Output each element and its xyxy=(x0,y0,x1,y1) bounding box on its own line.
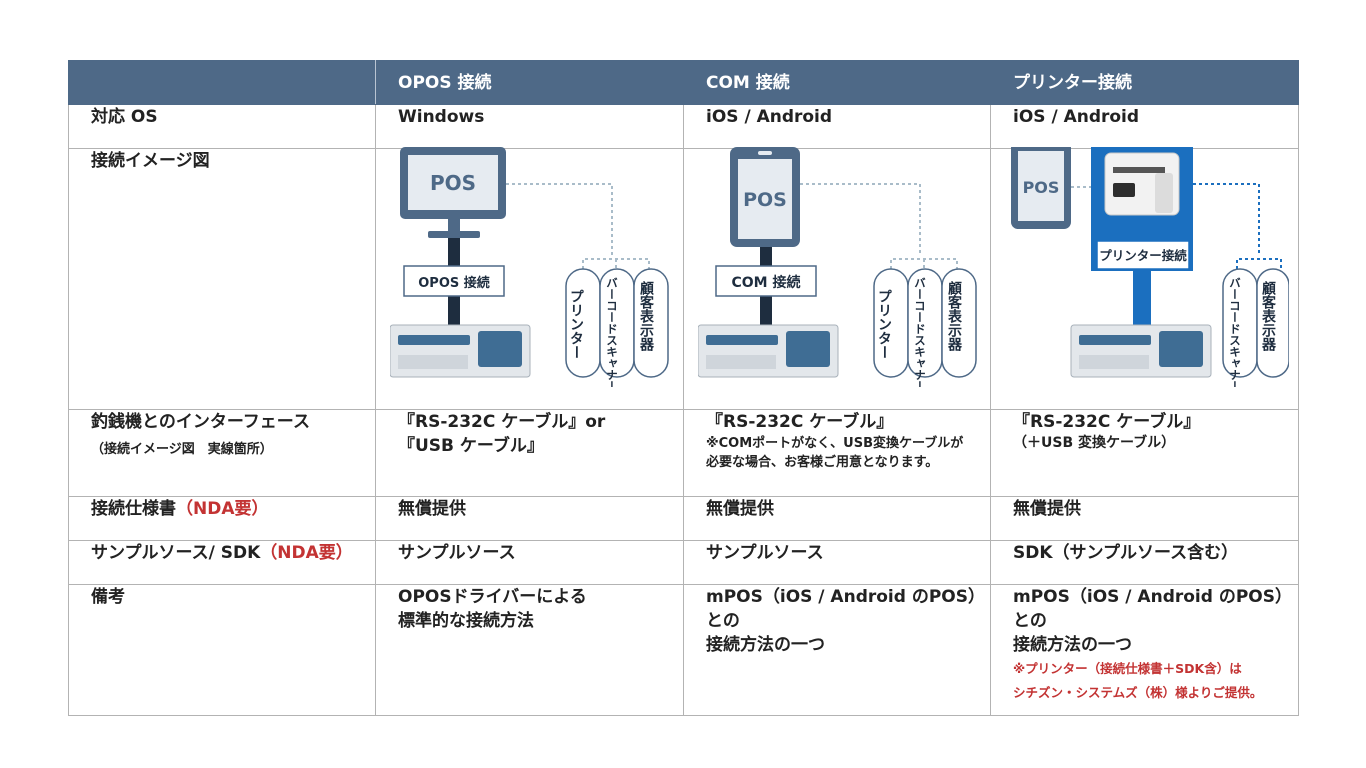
table-row-os: 対応 OS Windows iOS / Android iOS / Androi… xyxy=(68,104,1299,149)
com-diagram: POS COM 接続 プリンター バーコードスキャナー 顧客表示器 xyxy=(698,147,977,387)
cell-image-opos: POS OPOS 接続 プリンター バーコードスキャナー 顧客表示器 xyxy=(375,147,684,410)
row-label-spec: 接続仕様書（NDA要） xyxy=(68,496,376,541)
note-com-line2: 接続方法の一つ xyxy=(706,635,825,655)
cell-interface-printer: 『RS-232C ケーブル』 （＋USB 変換ケーブル） xyxy=(990,409,1299,497)
link-label: プリンター接続 xyxy=(1099,248,1187,263)
header-printer: プリンター接続 xyxy=(990,60,1299,105)
cell-sdk-com: サンプルソース xyxy=(683,540,991,585)
sdk-nda-tag: （NDA要） xyxy=(260,543,353,563)
cell-spec-com: 無償提供 xyxy=(683,496,991,541)
cash-drawer-icon xyxy=(1070,324,1212,378)
table-row-image: 接続イメージ図 POS OPOS 接続 xyxy=(68,147,1299,410)
cell-sdk-opos: サンプルソース xyxy=(375,540,684,585)
monitor-icon xyxy=(400,147,506,238)
pos-label: POS xyxy=(743,189,787,211)
table-header-row: OPOS 接続 COM 接続 プリンター接続 xyxy=(68,60,1299,105)
device-scanner: バーコードスキャナー xyxy=(913,277,927,387)
row-label-image: 接続イメージ図 xyxy=(68,148,376,410)
cell-sdk-printer: SDK（サンプルソース含む） xyxy=(990,540,1299,585)
tablet-icon xyxy=(1011,147,1071,229)
note-printer-line1: mPOS（iOS / Android のPOS）との xyxy=(1013,587,1292,631)
link-label: COM 接続 xyxy=(732,274,801,291)
note-printer-red1: ※プリンター（接続仕様書＋SDK含）は xyxy=(1013,661,1242,676)
cash-drawer-icon xyxy=(698,324,839,378)
interface-opos-line1: 『RS-232C ケーブル』or xyxy=(398,412,606,432)
cell-spec-opos: 無償提供 xyxy=(375,496,684,541)
cell-interface-opos: 『RS-232C ケーブル』or 『USB ケーブル』 xyxy=(375,409,684,497)
interface-sublabel: （接続イメージ図 実線箇所） xyxy=(91,442,273,457)
printer-diagram: POS プリンター接続 xyxy=(1011,147,1289,387)
device-scanner: バーコードスキャナー xyxy=(1228,277,1242,387)
cell-image-printer: POS プリンター接続 xyxy=(990,147,1299,410)
cell-spec-printer: 無償提供 xyxy=(990,496,1299,541)
interface-com-line1: 『RS-232C ケーブル』 xyxy=(706,412,894,432)
cell-image-com: POS COM 接続 プリンター バーコードスキャナー 顧客表示器 xyxy=(683,147,991,410)
device-display: 顧客表示器 xyxy=(638,280,655,352)
comparison-table: OPOS 接続 COM 接続 プリンター接続 対応 OS Windows iOS… xyxy=(68,60,1299,716)
table-row-sdk: サンプルソース/ SDK（NDA要） サンプルソース サンプルソース SDK（サ… xyxy=(68,540,1299,585)
pos-label: POS xyxy=(1023,178,1060,197)
cell-note-printer: mPOS（iOS / Android のPOS）との 接続方法の一つ ※プリンタ… xyxy=(990,584,1299,716)
cell-note-com: mPOS（iOS / Android のPOS）との 接続方法の一つ xyxy=(683,584,991,716)
interface-com-note2: 必要な場合、お客様ご用意となります。 xyxy=(706,455,939,470)
spec-nda-tag: （NDA要） xyxy=(176,499,269,519)
note-printer-line2: 接続方法の一つ xyxy=(1013,635,1132,655)
note-opos-line1: OPOSドライバーによる xyxy=(398,587,587,607)
row-label-interface: 釣銭機とのインターフェース （接続イメージ図 実線箇所） xyxy=(68,409,376,497)
device-display: 顧客表示器 xyxy=(946,280,963,352)
row-label-os: 対応 OS xyxy=(68,104,376,149)
table-row-spec: 接続仕様書（NDA要） 無償提供 無償提供 無償提供 xyxy=(68,496,1299,541)
table-row-interface: 釣銭機とのインターフェース （接続イメージ図 実線箇所） 『RS-232C ケー… xyxy=(68,409,1299,497)
row-label-note: 備考 xyxy=(68,584,376,716)
interface-printer-line1: 『RS-232C ケーブル』 xyxy=(1013,412,1201,432)
device-printer: プリンター xyxy=(876,289,892,359)
sdk-label: サンプルソース/ SDK xyxy=(91,543,261,563)
interface-printer-sub: （＋USB 変換ケーブル） xyxy=(1013,435,1176,451)
header-empty-cell xyxy=(68,60,376,105)
printer-icon xyxy=(1104,152,1180,216)
note-printer-red2: シチズン・システムズ（株）様よりご提供。 xyxy=(1013,685,1263,700)
cell-os-com: iOS / Android xyxy=(683,104,991,149)
link-label: OPOS 接続 xyxy=(418,275,490,291)
row-label-sdk: サンプルソース/ SDK（NDA要） xyxy=(68,540,376,585)
note-opos-line2: 標準的な接続方法 xyxy=(398,611,534,631)
opos-diagram: POS OPOS 接続 プリンター バーコードスキャナー 顧客表示器 xyxy=(390,147,669,387)
header-opos: OPOS 接続 xyxy=(375,60,684,105)
cell-os-opos: Windows xyxy=(375,104,684,149)
device-scanner: バーコードスキャナー xyxy=(605,277,619,387)
solid-cable xyxy=(1133,271,1151,337)
table-row-note: 備考 OPOSドライバーによる 標準的な接続方法 mPOS（iOS / Andr… xyxy=(68,584,1299,716)
device-printer: プリンター xyxy=(568,289,584,359)
interface-com-note1: ※COMポートがなく、USB変換ケーブルが xyxy=(706,436,964,451)
cell-os-printer: iOS / Android xyxy=(990,104,1299,149)
cash-drawer-icon xyxy=(390,324,531,378)
cell-interface-com: 『RS-232C ケーブル』 ※COMポートがなく、USB変換ケーブルが 必要な… xyxy=(683,409,991,497)
header-com: COM 接続 xyxy=(683,60,991,105)
note-com-line1: mPOS（iOS / Android のPOS）との xyxy=(706,587,985,631)
tablet-icon xyxy=(730,147,800,247)
pos-label: POS xyxy=(430,171,476,195)
interface-label: 釣銭機とのインターフェース xyxy=(91,412,310,432)
device-display: 顧客表示器 xyxy=(1260,280,1277,352)
cell-note-opos: OPOSドライバーによる 標準的な接続方法 xyxy=(375,584,684,716)
interface-opos-line2: 『USB ケーブル』 xyxy=(398,436,544,456)
spec-label: 接続仕様書 xyxy=(91,499,176,519)
